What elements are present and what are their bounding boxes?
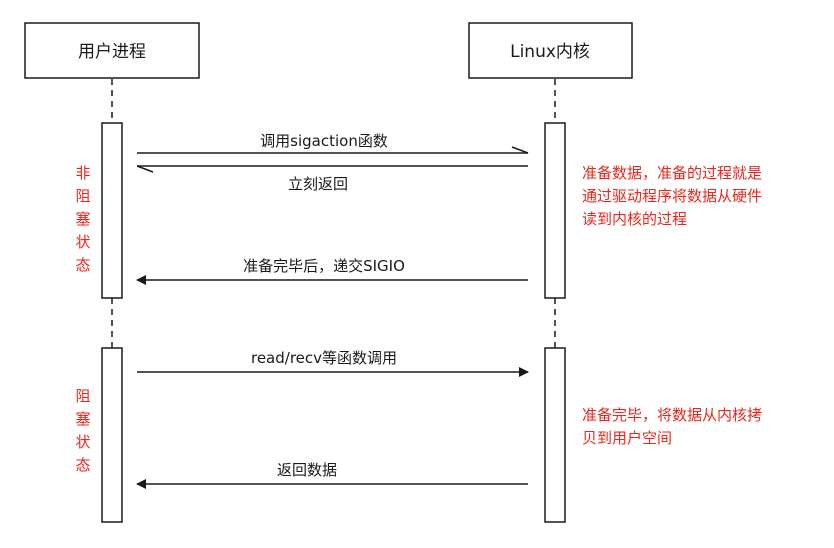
participant-kernel-label: Linux内核 bbox=[510, 42, 590, 62]
note-copy-data: 准备完毕，将数据从内核拷 贝到用户空间 bbox=[582, 406, 762, 447]
blocking-char: 阻 bbox=[75, 387, 90, 405]
note-line: 准备完毕，将数据从内核拷 bbox=[582, 406, 762, 424]
activation-user-1 bbox=[101, 122, 123, 299]
message-return-data-label: 返回数据 bbox=[277, 461, 337, 479]
note-line: 读到内核的过程 bbox=[582, 210, 687, 228]
non-blocking-state-label: 非 阻 塞 状 态 bbox=[75, 164, 90, 274]
participant-user-process: 用户进程 bbox=[24, 22, 200, 79]
activation-kernel-1 bbox=[544, 122, 566, 299]
participant-kernel: Linux内核 bbox=[468, 22, 633, 79]
message-immediate-return: 立刻返回 bbox=[136, 165, 528, 193]
blocking-char: 状 bbox=[75, 433, 90, 451]
note-prepare-data: 准备数据，准备的过程就是 通过驱动程序将数据从硬件 读到内核的过程 bbox=[582, 164, 762, 228]
participant-user-process-label: 用户进程 bbox=[78, 42, 146, 62]
message-sigaction-call-label: 调用sigaction函数 bbox=[260, 132, 388, 150]
note-line: 准备数据，准备的过程就是 bbox=[582, 164, 762, 182]
note-line: 通过驱动程序将数据从硬件 bbox=[582, 187, 762, 205]
message-return-data: 返回数据 bbox=[136, 461, 528, 489]
activation-kernel-2 bbox=[544, 347, 566, 523]
note-line: 贝到用户空间 bbox=[582, 429, 672, 447]
non-blocking-char: 状 bbox=[75, 233, 90, 251]
non-blocking-char: 阻 bbox=[75, 187, 90, 205]
message-immediate-return-label: 立刻返回 bbox=[288, 175, 348, 193]
message-read-call-label: read/recv等函数调用 bbox=[251, 349, 397, 367]
message-sigio-delivered: 准备完毕后，递交SIGIO bbox=[136, 257, 528, 285]
non-blocking-char: 非 bbox=[75, 164, 90, 182]
message-sigio-delivered-label: 准备完毕后，递交SIGIO bbox=[243, 257, 405, 275]
non-blocking-char: 态 bbox=[75, 256, 90, 274]
message-read-call: read/recv等函数调用 bbox=[137, 349, 529, 377]
message-sigaction-call: 调用sigaction函数 bbox=[137, 132, 529, 154]
activation-user-2 bbox=[101, 347, 123, 523]
blocking-char: 态 bbox=[75, 456, 90, 474]
blocking-state-label: 阻 塞 状 态 bbox=[75, 387, 90, 474]
non-blocking-char: 塞 bbox=[75, 210, 90, 228]
blocking-char: 塞 bbox=[75, 410, 90, 428]
